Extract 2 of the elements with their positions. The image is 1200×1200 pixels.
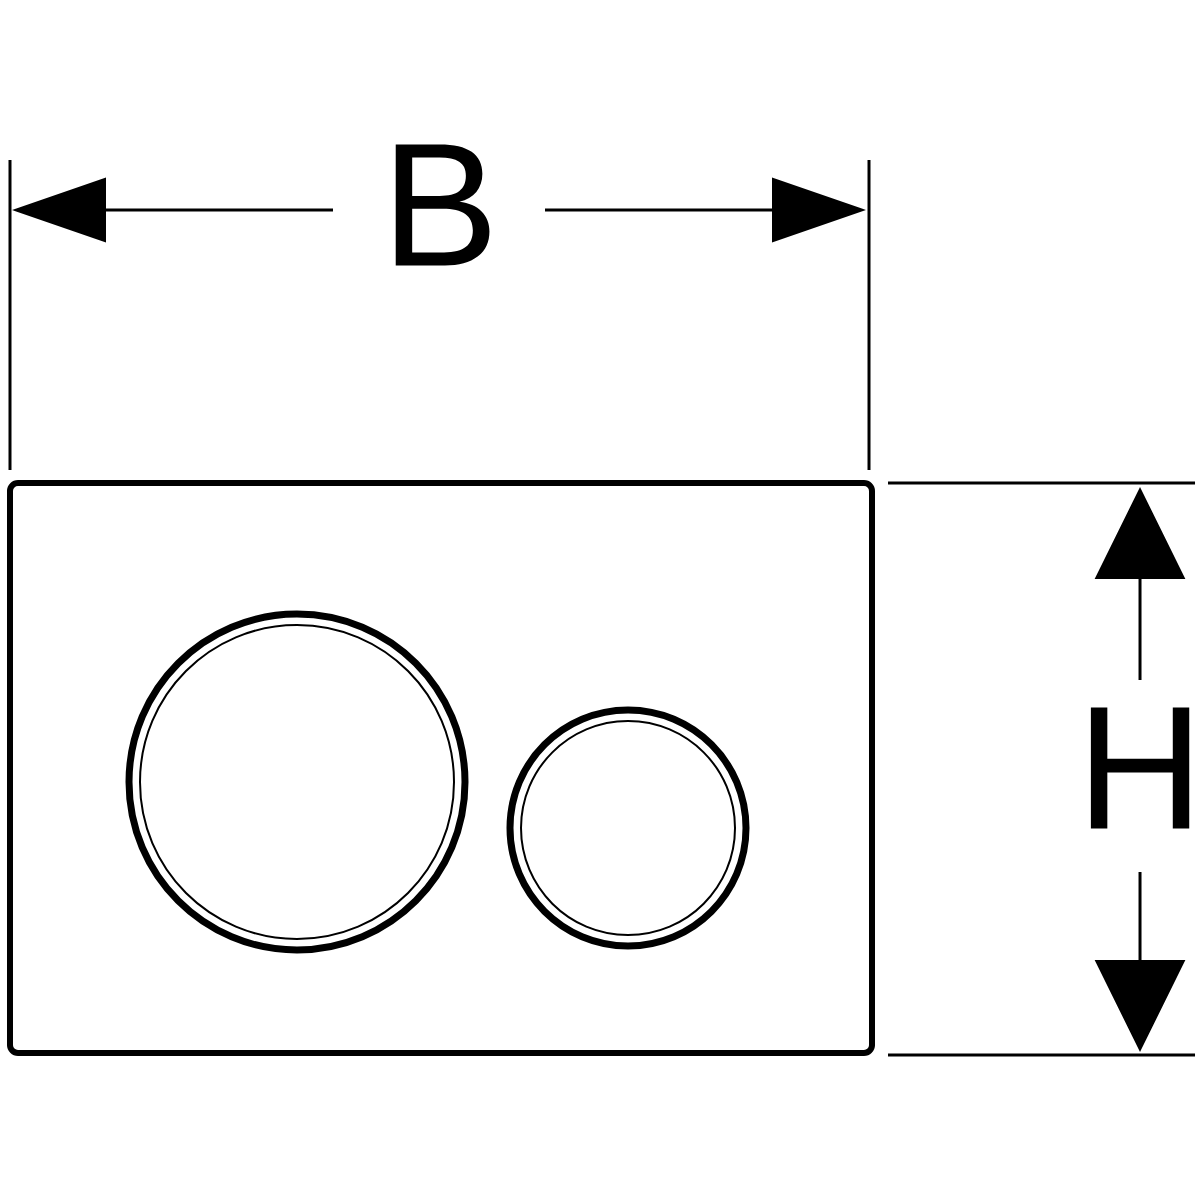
- dimension-label: H: [1090, 707, 1190, 829]
- dimension-label: B: [395, 144, 490, 266]
